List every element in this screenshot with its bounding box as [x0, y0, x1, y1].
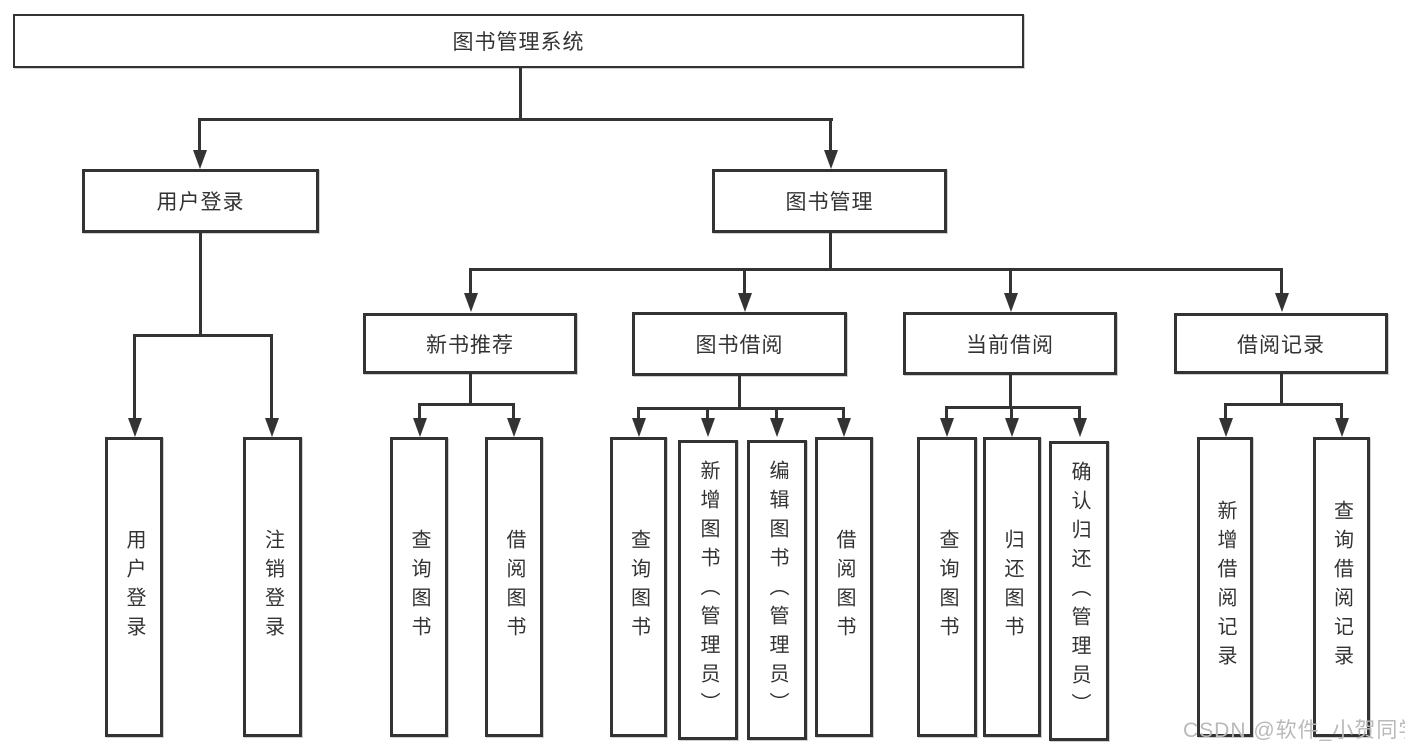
connector-line [829, 233, 832, 270]
arrow-down-icon [1335, 418, 1349, 437]
arrow-down-icon [1004, 293, 1018, 312]
node-current-borrowing: 当前借阅 [903, 312, 1117, 375]
leaf-user-login: 用户登录 [105, 437, 163, 737]
node-label: 图书借阅 [695, 334, 784, 357]
leaf-query-book-current: 查询图书 [917, 437, 977, 737]
leaf-label: 查询图书 [627, 529, 650, 645]
leaf-edit-book-admin: 编辑图书（管理员） [747, 440, 807, 740]
arrow-down-icon [701, 418, 715, 437]
connector-line [1280, 374, 1283, 405]
leaf-borrow-book-borrowing: 借阅图书 [815, 437, 873, 737]
connector-line [637, 407, 845, 410]
leaf-label: 查询借阅记录 [1330, 500, 1353, 674]
connector-line [133, 334, 273, 337]
leaf-return-book: 归还图书 [983, 437, 1041, 737]
connector-line [1009, 375, 1012, 408]
arrow-down-icon [1073, 418, 1087, 437]
arrow-down-icon [1219, 418, 1233, 437]
node-root-label: 图书管理系统 [452, 31, 585, 54]
leaf-label: 查询图书 [936, 529, 958, 645]
connector-line [512, 403, 515, 418]
leaf-label: 用户登录 [123, 529, 145, 645]
connector-line [519, 68, 522, 120]
node-label: 新书推荐 [426, 333, 514, 357]
connector-line [199, 233, 202, 336]
leaf-label: 新增图书（管理员） [697, 459, 719, 721]
connector-line [738, 376, 741, 409]
node-book-management-group: 图书管理 [712, 169, 947, 233]
arrow-down-icon [837, 418, 851, 437]
node-user-login-group: 用户登录 [82, 169, 319, 233]
connector-line [198, 118, 833, 121]
connector-line [1010, 406, 1013, 418]
arrow-down-icon [824, 150, 838, 169]
leaf-label: 借阅图书 [503, 529, 525, 645]
connector-line [469, 268, 472, 293]
leaf-label: 确认归还（管理员） [1068, 460, 1090, 722]
connector-line [469, 374, 472, 405]
node-label: 当前借阅 [966, 333, 1054, 357]
connector-line [270, 334, 273, 418]
arrow-down-icon [1275, 293, 1289, 312]
connector-line [1078, 406, 1081, 418]
connector-line [637, 407, 640, 418]
node-label: 图书管理 [785, 191, 874, 214]
node-book-borrowing: 图书借阅 [632, 312, 847, 376]
connector-line [1224, 403, 1342, 406]
leaf-add-book-admin: 新增图书（管理员） [678, 440, 738, 740]
connector-line [469, 268, 1283, 271]
connector-line [842, 407, 845, 418]
node-label: 用户登录 [156, 191, 245, 214]
connector-line [945, 406, 1081, 409]
leaf-logout: 注销登录 [243, 437, 302, 737]
arrow-down-icon [1005, 418, 1019, 437]
connector-line [1224, 403, 1227, 418]
arrow-down-icon [507, 418, 521, 437]
connector-line [743, 268, 746, 293]
arrow-down-icon [940, 418, 954, 437]
node-root: 图书管理系统 [13, 14, 1024, 68]
connector-line [829, 118, 832, 150]
connector-line [198, 118, 201, 150]
connector-line [1280, 268, 1283, 293]
node-label: 借阅记录 [1237, 333, 1325, 357]
leaf-query-book-recommendation: 查询图书 [390, 437, 448, 737]
leaf-label: 编辑图书（管理员） [766, 459, 788, 721]
leaf-query-borrow-record: 查询借阅记录 [1313, 437, 1370, 737]
leaf-label: 新增借阅记录 [1214, 500, 1236, 674]
arrow-down-icon [632, 418, 646, 437]
leaf-label: 归还图书 [1001, 529, 1023, 645]
csdn-watermark: CSDN @软件_小贺同学 [1183, 719, 1405, 742]
connector-line [133, 334, 136, 418]
arrow-down-icon [738, 293, 752, 312]
arrow-down-icon [464, 293, 478, 312]
arrow-down-icon [265, 418, 279, 437]
connector-line [945, 406, 948, 418]
leaf-label: 借阅图书 [833, 529, 855, 645]
arrow-down-icon [193, 150, 207, 169]
connector-line [418, 403, 515, 406]
connector-line [775, 407, 778, 418]
arrow-down-icon [128, 418, 142, 437]
leaf-label: 查询图书 [408, 529, 430, 645]
connector-line [706, 407, 709, 418]
connector-line [1340, 403, 1343, 418]
node-new-book-recommendation: 新书推荐 [363, 313, 577, 374]
leaf-query-book-borrowing: 查询图书 [610, 437, 667, 737]
leaf-label: 注销登录 [261, 529, 284, 645]
arrow-down-icon [413, 418, 427, 437]
connector-line [1009, 268, 1012, 293]
node-borrowing-records: 借阅记录 [1174, 313, 1388, 374]
leaf-confirm-return-admin: 确认归还（管理员） [1049, 441, 1109, 741]
leaf-add-borrow-record: 新增借阅记录 [1197, 437, 1253, 737]
connector-line [418, 403, 421, 418]
arrow-down-icon [770, 418, 784, 437]
leaf-borrow-book-recommendation: 借阅图书 [485, 437, 543, 737]
